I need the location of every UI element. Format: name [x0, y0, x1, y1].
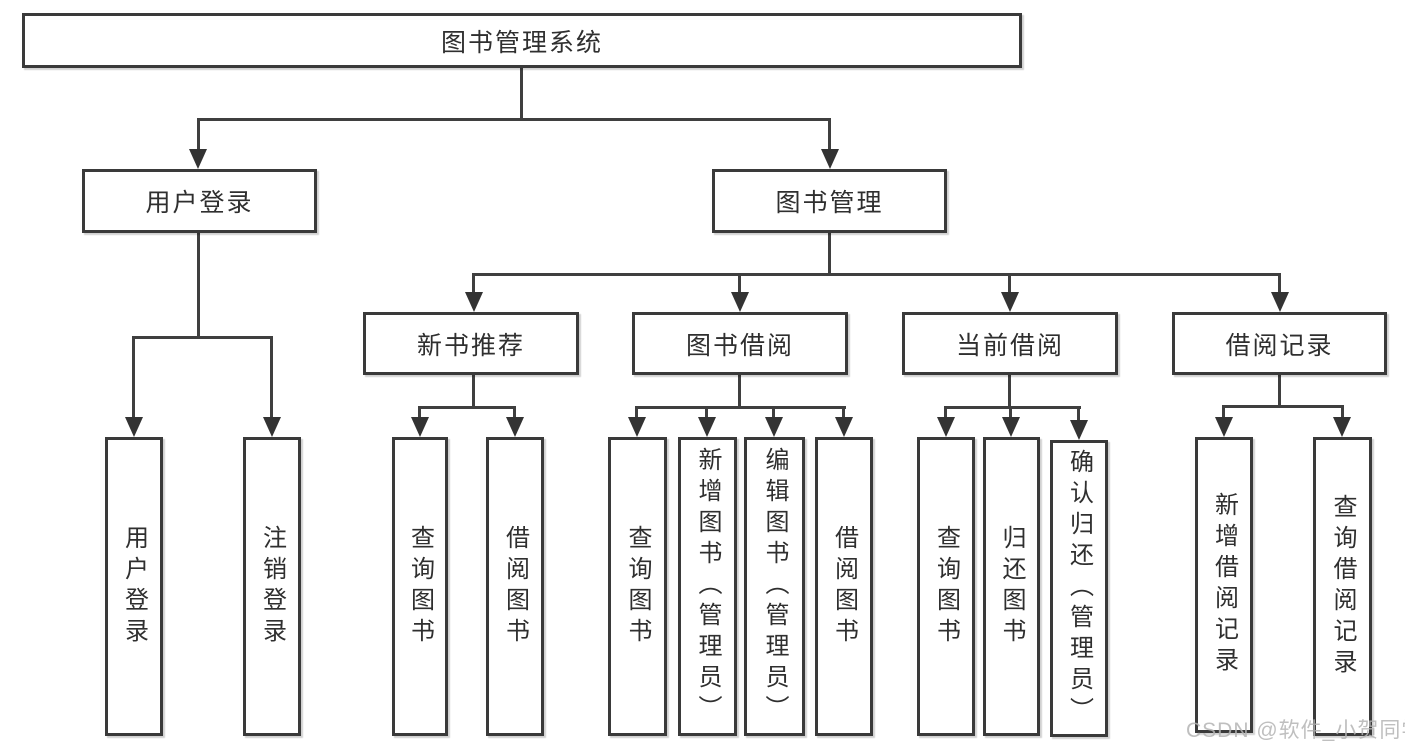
connector-current-stem [1008, 375, 1011, 406]
connector-drop-records [1278, 273, 1281, 295]
connector-new-books-bus [418, 406, 516, 409]
leaf-rec-add-record: 新增借阅记录 [1195, 437, 1253, 733]
connector-drop-new-books [472, 273, 475, 295]
connector-new-books-stem [472, 375, 475, 406]
connector-drop-book-mgmt [828, 118, 831, 152]
connector-user-login-bus [132, 336, 273, 339]
arrow-book-mgmt [821, 149, 839, 169]
connector-records-bus [1222, 405, 1344, 408]
connector-drop-rec-query [1341, 405, 1344, 420]
connector-user-login-stem [197, 233, 200, 336]
connector-current-bus [944, 406, 1081, 409]
leaf-cb-confirm-return-admin: 确认归还（管理员） [1050, 440, 1108, 737]
arrow-bb-edit [765, 417, 783, 437]
csdn-watermark: CSDN @软件_小贺同学 [1186, 719, 1405, 742]
leaf-bb-add-books-admin: 新增图书（管理员） [678, 437, 737, 736]
leaf-rec-query-record: 查询借阅记录 [1313, 437, 1372, 736]
arrow-bb-borrow [835, 417, 853, 437]
arrow-current [1001, 292, 1019, 312]
arrow-rec-query [1333, 417, 1351, 437]
connector-drop-cb-return [1009, 406, 1012, 420]
connector-drop-nb-query [418, 406, 421, 420]
arrow-user-login [189, 149, 207, 169]
arrow-bb-add [698, 417, 716, 437]
connector-drop-bb-edit [772, 406, 775, 420]
connector-drop-logout-leaf [270, 336, 273, 421]
node-root-library-system: 图书管理系统 [22, 13, 1022, 68]
arrow-new-books [465, 292, 483, 312]
connector-borrowing-stem [738, 375, 741, 406]
connector-drop-cb-confirm [1077, 406, 1080, 422]
leaf-user-login: 用户登录 [105, 437, 163, 736]
node-book-borrowing: 图书借阅 [632, 312, 848, 375]
leaf-bb-borrow-books: 借阅图书 [815, 437, 873, 736]
connector-drop-bb-query [635, 406, 638, 420]
arrow-logout-leaf [263, 417, 281, 437]
connector-book-mgmt-stem [828, 233, 831, 273]
arrow-borrowing [731, 292, 749, 312]
node-borrowing-records: 借阅记录 [1172, 312, 1387, 375]
arrow-cb-query [937, 417, 955, 437]
connector-records-stem [1278, 375, 1281, 405]
arrow-bb-query [628, 417, 646, 437]
connector-drop-current [1008, 273, 1011, 295]
node-current-borrowing: 当前借阅 [902, 312, 1118, 375]
node-user-login: 用户登录 [82, 169, 317, 233]
connector-drop-user-login [197, 118, 200, 152]
connector-level2-bus [197, 118, 831, 121]
arrow-nb-borrow [506, 417, 524, 437]
connector-borrowing-bus [635, 406, 846, 409]
connector-drop-cb-query [944, 406, 947, 420]
connector-drop-bb-add [705, 406, 708, 420]
connector-root-stem [520, 68, 523, 118]
leaf-cb-query-books: 查询图书 [917, 437, 975, 736]
arrow-cb-return [1002, 417, 1020, 437]
node-book-management: 图书管理 [712, 169, 947, 233]
arrow-rec-add [1215, 417, 1233, 437]
arrow-records [1271, 292, 1289, 312]
connector-drop-rec-add [1222, 405, 1225, 420]
connector-drop-bb-borrow [842, 406, 845, 420]
leaf-bb-edit-books-admin: 编辑图书（管理员） [744, 437, 805, 736]
leaf-nb-query-books: 查询图书 [392, 437, 448, 736]
leaf-bb-query-books: 查询图书 [608, 437, 667, 736]
arrow-nb-query [411, 417, 429, 437]
connector-drop-nb-borrow [513, 406, 516, 420]
arrow-cb-confirm [1070, 420, 1088, 440]
arrow-login-leaf [125, 417, 143, 437]
connector-drop-borrowing [738, 273, 741, 295]
connector-drop-login-leaf [132, 336, 135, 421]
leaf-cb-return-books: 归还图书 [983, 437, 1040, 736]
leaf-logout: 注销登录 [243, 437, 301, 736]
connector-level3-bus [473, 273, 1281, 276]
node-new-book-recommend: 新书推荐 [363, 312, 579, 375]
leaf-nb-borrow-books: 借阅图书 [486, 437, 544, 736]
